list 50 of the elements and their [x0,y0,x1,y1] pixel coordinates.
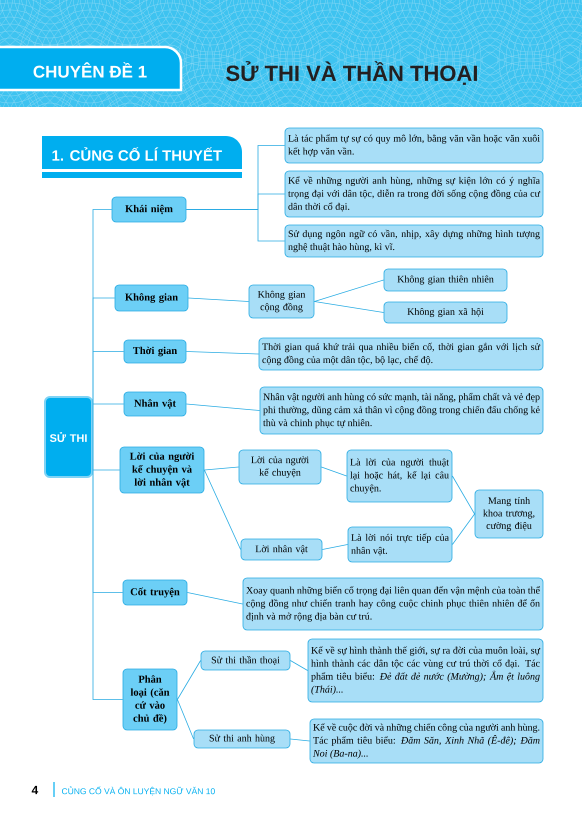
category-box: Thời gian [124,340,186,364]
connector-line [322,544,348,550]
category-box: Nhân vật [124,392,186,416]
connector-line [177,660,201,700]
topic-box: Lời của người kể chuyện [238,450,322,484]
description-box: Kể về cuộc đời và những chiến công của người anh hùng. Tác phẩm tiêu biểu: Đăm Săn, Xinh Nhã (Ê-đê); Đăm Noi (Ba-na)... [310,718,544,764]
connector-line [290,738,310,742]
section-heading: 1. CỦNG CỐ LÍ THUYẾT [42,136,242,178]
description-box: Kể về những người anh hùng, những sự kiện lớn có ý nghĩa trọng đại với dân tộc, diễn ra trong đời sống cộng đồng của cư dân thời cổ đại. [284,170,544,218]
topic-box: Không gian cộng đồng [248,284,314,318]
description-box: Kể về sự hình thành thế giới, sự ra đời của muôn loài, sự hình thành các dân tộc các vùng cư trú thời cổ đại. Tác phẩm tiêu biểu: Đẻ đất đẻ nước (Mường); Ẳm ệt luông (Thái)... [308,638,544,702]
topic-box: Mang tính khoa trương, cường điệu [474,490,544,538]
connector-line [321,466,347,476]
description-box: Thời gian quá khứ trải qua nhiều biến cố, thời gian gắn với lịch sử cộng đồng của một dân tộc, bộ lạc, chế độ. [258,338,544,370]
topic-box: Sử thi thần thoại [200,650,290,670]
connector-line [186,404,260,411]
running-footer: CỦNG CỐ VÀ ÔN LUYỆN NGỮ VĂN 10 [62,786,215,796]
connector-line [290,660,308,671]
connector-line [204,466,239,470]
description-box: Là lời của người thuật lại hoặc hát, kể lại câu chuyện. [346,450,452,502]
connector-line [452,514,475,545]
category-box: Cốt truyện [122,580,188,606]
description-box: Nhân vật người anh hùng có sức mạnh, tài năng, phẩm chất và vẻ đẹp phi thường, dũng cảm xả thân vì cộng đồng trong chiến đấu chống kẻ thù và chinh phục tự nhiên. [260,386,544,434]
topic-box: Sử thi anh hùng [194,730,290,748]
category-box: Không gian [114,284,188,312]
category-box: Khái niệm [112,196,186,222]
topic-box: Không gian thiên nhiên [384,268,508,292]
connector-line [92,436,123,700]
connector-line [177,699,194,740]
category-box: Lời của người kể chuyện và lời nhân vật [120,446,204,494]
page-title: SỬ THI VÀ THẦN THOẠI [226,61,477,85]
connector-line [204,470,241,550]
connector-line [314,280,384,302]
topic-box: Lời nhân vật [240,538,322,560]
connector-line [314,301,384,313]
topic-box: Không gian xã hội [384,302,508,324]
chapter-tab: CHUYÊN ĐỀ 1 [0,46,182,92]
description-box: Là lời nói trực tiếp của nhân vật. [348,526,452,562]
root-box: SỬ THI [44,396,93,478]
description-box: Sử dụng ngôn ngữ có vần, nhịp, xây dựng những hình tượng nghệ thuật hào hùng, kì vĩ. [284,224,544,258]
connector-line [187,592,243,604]
connector-line [452,476,475,514]
page-number: 4 [32,786,38,794]
connector-line [186,351,259,354]
connector-line [92,404,124,438]
description-box: Là tác phẩm tự sự có quy mô lớn, bằng văn vần hoặc văn xuôi kết hợp văn vần. [284,128,544,164]
category-box: Phân loại (căn cứ vào chủ đề) [122,668,178,730]
connector-line [188,298,249,302]
connector-line [186,209,285,242]
description-box: Xoay quanh những biến cố trọng đại liên quan đến vận mệnh của toàn thể cộng đồng như chiến tranh hay công cuộc chinh phục thiên nhiên để ổn định và mở rộng địa bàn cư trú. [242,578,544,630]
